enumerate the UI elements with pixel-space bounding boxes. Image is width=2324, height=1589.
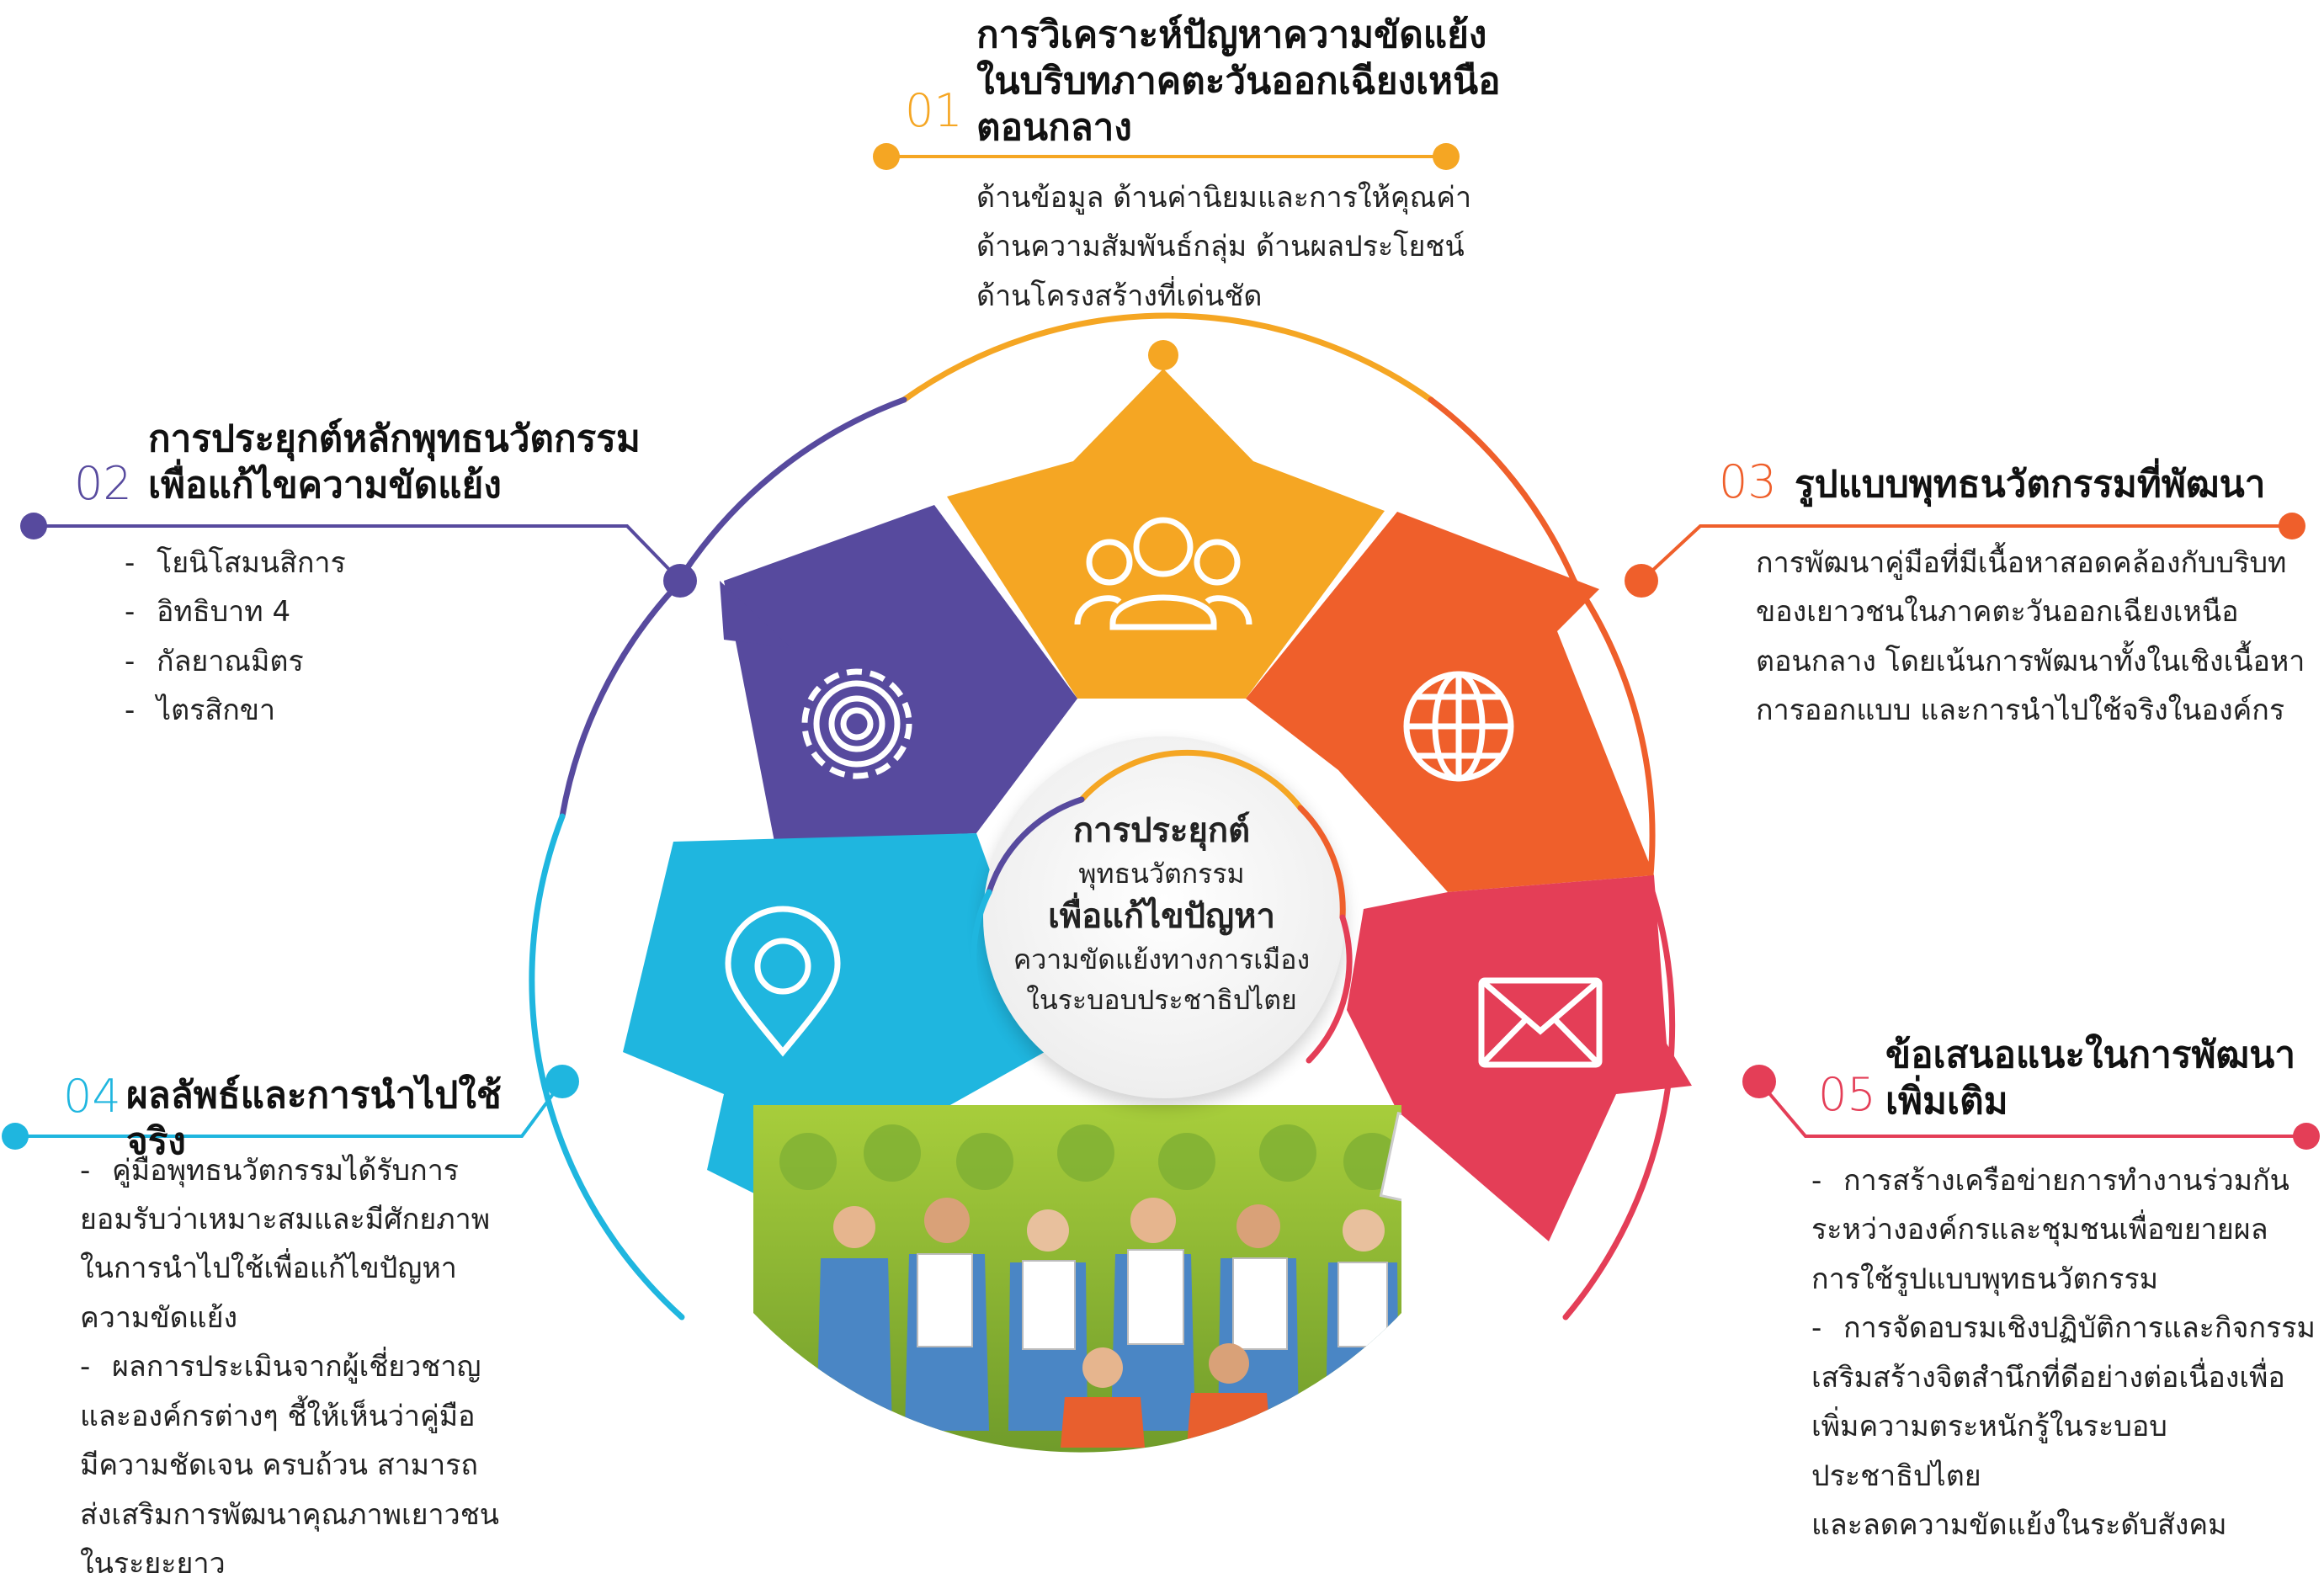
list-item-line: และองค์กรต่างๆ ชี้ให้เห็นว่าคู่มือ xyxy=(80,1399,476,1433)
center-line-2: พุทธนวัตกรรม xyxy=(1078,858,1245,890)
section-04-list: - คู่มือพุทธนวัตกรรมได้รับการ xyxy=(80,1146,551,1195)
list-item-line: ในระยะยาว xyxy=(80,1547,226,1581)
connector-02 xyxy=(20,513,697,598)
section-03-body-line: ตอนกลาง โดยเน้นการพัฒนาทั้งในเชิงเนื้อหา xyxy=(1756,644,2305,678)
section-01-title-line: ในบริบทภาคตะวันออกเฉียงเหนือ xyxy=(976,60,1501,103)
segment-03 xyxy=(1246,512,1654,892)
connector-03 xyxy=(1625,513,2305,598)
list-item-text: กัลยาณมิตร xyxy=(157,644,304,678)
list-item-text: อิทธิบาท 4 xyxy=(157,595,291,630)
section-01-title: การวิเคราะห์ปัญหาความขัดแย้ง ในบริบทภาคต… xyxy=(976,12,1515,151)
list-item-text: คู่มือพุทธนวัตกรรมได้รับการ xyxy=(112,1146,459,1195)
center-line-1: การประยุกต์ xyxy=(1072,811,1251,850)
section-05-body: - การสร้างเครือข่ายการทำงานร่วมกัน ระหว่… xyxy=(1811,1156,2316,1550)
section-02-title-line: เพื่อแก้ไขความขัดแย้ง xyxy=(148,464,502,507)
section-02-title-line: การประยุกต์หลักพุทธนวัตกรรม xyxy=(148,417,641,460)
section-03-body-line: ของเยาวชนในภาคตะวันออกเฉียงเหนือ xyxy=(1756,595,2239,630)
list-item: -ไตรสิกขา xyxy=(125,686,461,735)
segment-05 xyxy=(1347,875,1692,1241)
list-item-line: การสร้างเครือข่ายการทำงานร่วมกัน xyxy=(1843,1164,2289,1198)
section-03-title-line: รูปแบบพุทธนวัตกรรมที่พัฒนา xyxy=(1795,463,2266,506)
center-line-3: เพื่อแก้ไขปัญหา xyxy=(1048,897,1275,936)
list-item-line: ในการนำไปใช้เพื่อแก้ไขปัญหา xyxy=(80,1252,457,1286)
center-title: การประยุกต์ พุทธนวัตกรรม เพื่อแก้ไขปัญหา… xyxy=(976,808,1347,1020)
center-hub xyxy=(971,736,1353,1107)
list-item: -โยนิโสมนสิการ xyxy=(125,539,461,587)
list-item-line: ระหว่างองค์กรและชุมชนเพื่อขยายผล xyxy=(1811,1213,2268,1247)
section-03-body-line: การพัฒนาคู่มือที่มีเนื้อหาสอดคล้องกับบริ… xyxy=(1756,546,2287,580)
list-item: -อิทธิบาท 4 xyxy=(125,587,461,636)
section-05-title-line: เพิ่มเติม xyxy=(1885,1080,2008,1123)
outer-ring xyxy=(529,312,1676,1321)
location-pin-icon xyxy=(725,906,841,1057)
list-item-line: ความขัดแย้ง xyxy=(80,1300,238,1335)
section-05-number: 05 xyxy=(1818,1068,1876,1121)
section-01-body-line: ด้านความสัมพันธ์กลุ่ม ด้านผลประโยชน์ xyxy=(976,230,1465,264)
section-05-item-1: - การสร้างเครือข่ายการทำงานร่วมกัน xyxy=(1811,1156,2316,1205)
gear-icon xyxy=(801,668,912,779)
section-04-title-line: ผลลัพธ์และการนำไปใช้จริง xyxy=(126,1074,502,1163)
list-item-line: ส่งเสริมการพัฒนาคุณภาพเยาวชน xyxy=(80,1497,500,1532)
section-05-title-line: ข้อเสนอแนะในการพัฒนา xyxy=(1885,1034,2296,1076)
section-01-body: ด้านข้อมูล ด้านค่านิยมและการให้คุณค่า ด้… xyxy=(976,173,1481,321)
section-01-body-line: ด้านข้อมูล ด้านค่านิยมและการให้คุณค่า xyxy=(976,181,1472,215)
list-item: -กัลยาณมิตร xyxy=(125,637,461,686)
section-04-item-1: ยอมรับว่าเหมาะสมและมีศักยภาพ ในการนำไปใช… xyxy=(80,1195,551,1342)
section-04-title: ผลลัพธ์และการนำไปใช้จริง xyxy=(126,1072,547,1165)
segment-01 xyxy=(947,369,1385,699)
list-item: - คู่มือพุทธนวัตกรรมได้รับการ xyxy=(80,1146,551,1195)
section-01-title-line: ตอนกลาง xyxy=(976,106,1132,149)
list-item-line: คู่มือพุทธนวัตกรรมได้รับการ xyxy=(112,1154,460,1188)
globe-icon xyxy=(1403,671,1514,782)
section-03-number: 03 xyxy=(1719,455,1777,508)
list-item-text: ไตรสิกขา xyxy=(157,694,276,728)
section-04-body: ยอมรับว่าเหมาะสมและมีศักยภาพ ในการนำไปใช… xyxy=(80,1146,551,1589)
section-02-number: 02 xyxy=(74,457,132,510)
list-item-line: เสริมสร้างจิตสำนึกที่ดีอย่างต่อเนื่องเพื… xyxy=(1811,1360,2285,1395)
list-item-text: โยนิโสมนสิการ xyxy=(157,546,346,580)
section-02-title: การประยุกต์หลักพุทธนวัตกรรม เพื่อแก้ไขคว… xyxy=(148,416,687,508)
list-item-line: ยอมรับว่าเหมาะสมและมีศักยภาพ xyxy=(80,1203,491,1236)
connector-04 xyxy=(2,1065,579,1150)
list-item-line: การใช้รูปแบบพุทธนวัตกรรม xyxy=(1811,1262,2159,1296)
section-05-item-2: - การจัดอบรมเชิงปฏิบัติการและกิจกรรม xyxy=(1811,1304,2316,1353)
section-03-body: การพัฒนาคู่มือที่มีเนื้อหาสอดคล้องกับบริ… xyxy=(1756,539,2311,736)
people-icon xyxy=(1074,517,1252,630)
list-item-line: การจัดอบรมเชิงปฏิบัติการและกิจกรรม xyxy=(1843,1311,2316,1346)
list-item-line: มีความชัดเจน ครบถ้วน สามารถ xyxy=(80,1448,479,1483)
crowd-illustration xyxy=(753,1105,1401,1453)
section-03-body-line: การออกแบบ และการนำไปใช้จริงในองค์กร xyxy=(1756,694,2285,728)
section-01-number: 01 xyxy=(905,84,963,137)
center-line-4: ความขัดแย้งทางการเมือง xyxy=(1013,943,1311,975)
section-04-item-2: - ผลการประเมินจากผู้เชี่ยวชาญ xyxy=(80,1342,551,1391)
connector-05 xyxy=(1742,1065,2320,1150)
segment-02 xyxy=(720,505,1077,842)
section-02-list: -โยนิโสมนสิการ -อิทธิบาท 4 -กัลยาณมิตร -… xyxy=(125,539,461,736)
section-05-title: ข้อเสนอแนะในการพัฒนา เพิ่มเติม xyxy=(1885,1032,2306,1124)
section-01-body-line: ด้านโครงสร้างที่เด่นชัด xyxy=(976,279,1263,313)
connector-01 xyxy=(873,143,1460,370)
envelope-icon xyxy=(1478,977,1603,1068)
list-item-line: เพิ่มความตระหนักรู้ในระบอบประชาธิปไตย xyxy=(1811,1410,2167,1493)
section-03-title: รูปแบบพุทธนวัตกรรมที่พัฒนา xyxy=(1795,461,2300,508)
section-01-title-line: การวิเคราะห์ปัญหาความขัดแย้ง xyxy=(976,13,1487,56)
list-item-line: และลดความขัดแย้งในระดับสังคม xyxy=(1811,1508,2227,1543)
list-item-line: ผลการประเมินจากผู้เชี่ยวชาญ xyxy=(112,1350,481,1384)
section-04-number: 04 xyxy=(63,1070,121,1123)
center-line-5: ในระบอบประชาธิปไตย xyxy=(1026,984,1297,1016)
